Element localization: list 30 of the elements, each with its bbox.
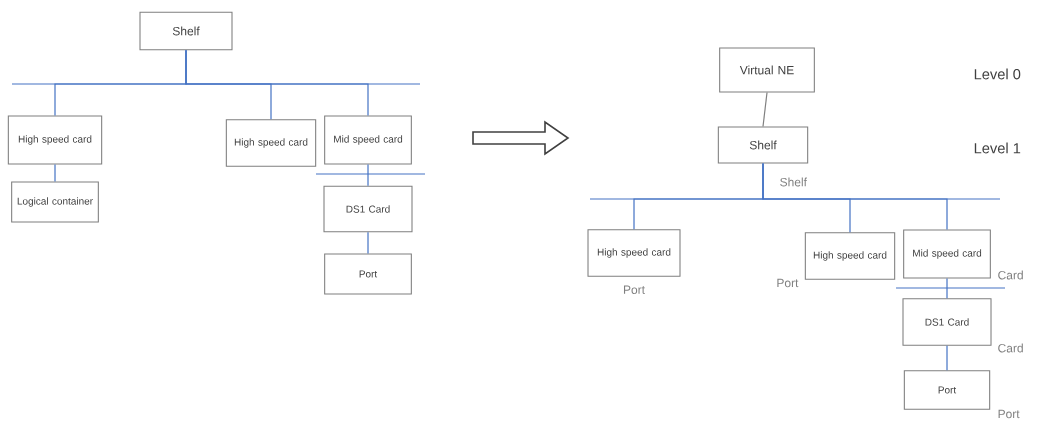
side-label: Shelf [780, 177, 807, 187]
side-label: Port [624, 285, 645, 294]
box: Mid speed card [324, 115, 412, 165]
side-label: Card [998, 270, 1023, 280]
box: DS1 Card [323, 185, 413, 233]
connector-line [762, 91, 768, 128]
box: High speed card [225, 119, 317, 167]
side-label: Port [998, 409, 1020, 419]
connector-line [367, 163, 369, 187]
connector-line [54, 163, 56, 183]
box: Logical container [11, 181, 99, 223]
box: Port [903, 370, 991, 410]
level-label: Level 0 [974, 68, 1021, 80]
side-label: Port [777, 278, 799, 288]
box: Mid speed card [903, 229, 991, 279]
connector-line [185, 49, 369, 117]
box: High speed card [804, 232, 896, 280]
box: DS1 Card [902, 298, 992, 346]
level-label: Level 1 [974, 142, 1021, 154]
side-label: Card [998, 343, 1023, 353]
box: Virtual NE [719, 47, 815, 93]
box: Shelf [717, 126, 809, 164]
box: Shelf [139, 11, 233, 51]
box: High speed card [7, 115, 103, 165]
connector-line [946, 345, 948, 371]
box: Port [324, 253, 412, 295]
connector-line [367, 231, 369, 255]
connector-line [762, 162, 948, 231]
connector-line [946, 277, 948, 299]
box: High speed card [587, 229, 681, 277]
